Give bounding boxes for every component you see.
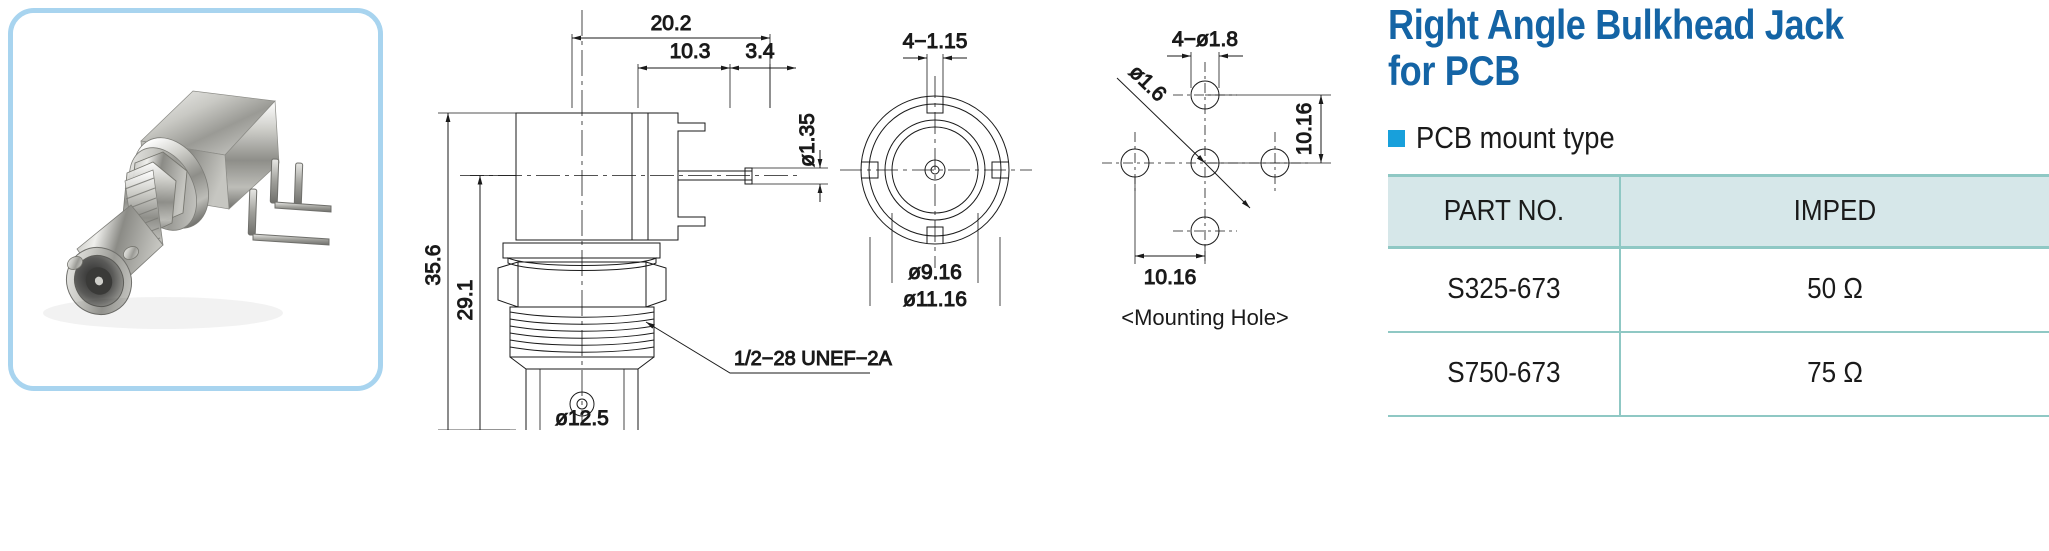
product-photo: [13, 13, 378, 386]
dimension-pin-diameter: [752, 150, 828, 202]
pcb-pins: [247, 158, 332, 246]
page-title: Right Angle Bulkhead Jack for PCB: [1388, 1, 1844, 94]
dim-label-3-4: 3.4: [745, 40, 775, 63]
dimension-35-6: [438, 112, 516, 430]
dim-label-35-6: 35.6: [422, 245, 445, 286]
dim-label-29-1: 29.1: [454, 280, 477, 321]
dimension-slot-width: [903, 54, 967, 96]
dim-label-pin-holes: 4−ø1.8: [1172, 28, 1238, 51]
dimension-horizontal-pitch: [1134, 177, 1206, 264]
technical-drawing-side-front: 20.2 10.3 3.4 ø1.35: [422, 10, 1032, 430]
cell-imped: 75 Ω: [1619, 331, 2049, 417]
jack-barrel: [65, 204, 164, 316]
product-photo-panel: [8, 8, 383, 391]
center-hole-leader: [1116, 77, 1251, 209]
dim-label-outer-diameter: ø11.16: [903, 288, 967, 311]
dimension-12-5: [525, 402, 639, 430]
column-header-imped: IMPED: [1619, 174, 2049, 249]
square-bullet-icon: [1388, 129, 1405, 147]
table-row: S325-673 50 Ω: [1388, 247, 2049, 333]
front-view: [840, 76, 1032, 268]
table-row: S750-673 75 Ω: [1388, 331, 2049, 417]
dim-label-20-2: 20.2: [651, 12, 692, 35]
mount-type-label: PCB mount type: [1416, 120, 1615, 155]
table-header-row: PART NO. IMPED: [1388, 174, 2049, 249]
dim-label-horizontal-pitch: 10.16: [1144, 266, 1197, 289]
dim-label-center-hole: ø1.6: [1124, 60, 1170, 106]
dimension-pin-holes: [1167, 52, 1243, 88]
dim-label-12-5: ø12.5: [555, 407, 609, 430]
dimension-10-3: [637, 64, 731, 108]
dim-label-10-3: 10.3: [670, 40, 711, 63]
thread-callout-leader: [645, 321, 870, 374]
dimension-3-4: [730, 64, 796, 108]
bayonet-lugs: [67, 246, 139, 270]
dim-label-pin-diameter: ø1.35: [796, 113, 819, 167]
thread-callout-label: 1/2−28 UNEF−2A: [734, 348, 893, 370]
mount-type-bullet-row: PCB mount type: [1388, 120, 2049, 156]
cell-part-no: S325-673: [1388, 247, 1621, 333]
product-info-column: Right Angle Bulkhead Jack for PCB PCB mo…: [1388, 0, 2049, 500]
cell-part-no: S750-673: [1388, 331, 1621, 417]
dimension-29-1: [470, 175, 516, 430]
mounting-hole-caption: <Mounting Hole>: [1121, 305, 1289, 330]
cell-imped: 50 Ω: [1619, 247, 2049, 333]
spec-table: PART NO. IMPED S325-673 50 Ω: [1388, 174, 2049, 417]
front-view-diameter-leaders: [869, 213, 1001, 306]
dimension-vertical-pitch: [1205, 94, 1331, 164]
dim-label-inner-diameter: ø9.16: [908, 261, 962, 284]
column-header-part-no: PART NO.: [1388, 174, 1621, 249]
dim-label-slot-width: 4−1.15: [903, 30, 968, 53]
mounting-hole-drawing: 4−ø1.8 ø1.6 10.16 10.16 <Mounting: [1102, 28, 1331, 330]
dim-label-vertical-pitch: 10.16: [1293, 103, 1316, 156]
